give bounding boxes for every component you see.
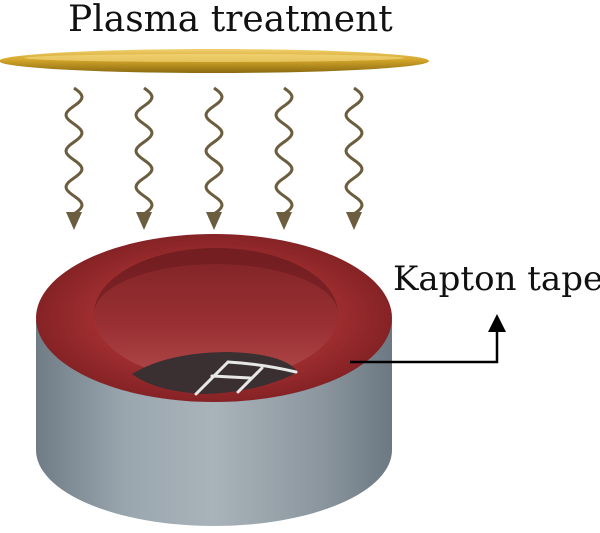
wavy-arrow-down-icon bbox=[64, 86, 84, 230]
wavy-arrow-down-icon bbox=[204, 86, 224, 230]
plasma-treatment-label: Plasma treatment bbox=[68, 0, 393, 40]
kapton-tape-cylinder bbox=[36, 234, 392, 526]
electrode-lines bbox=[194, 360, 298, 396]
arrow-up-icon bbox=[488, 314, 506, 332]
wavy-arrow-down-icon bbox=[134, 86, 154, 230]
kapton-tape-label: Kapton tape bbox=[393, 259, 600, 299]
plasma-wave-arrows bbox=[64, 86, 364, 230]
plasma-source-bar bbox=[0, 49, 429, 73]
opening-back-shadow bbox=[94, 248, 338, 314]
kapton-tape-pointer bbox=[350, 314, 506, 364]
wavy-arrow-down-icon bbox=[344, 86, 364, 230]
kapton-tape-opening bbox=[94, 248, 338, 380]
wavy-arrow-down-icon bbox=[274, 86, 294, 230]
